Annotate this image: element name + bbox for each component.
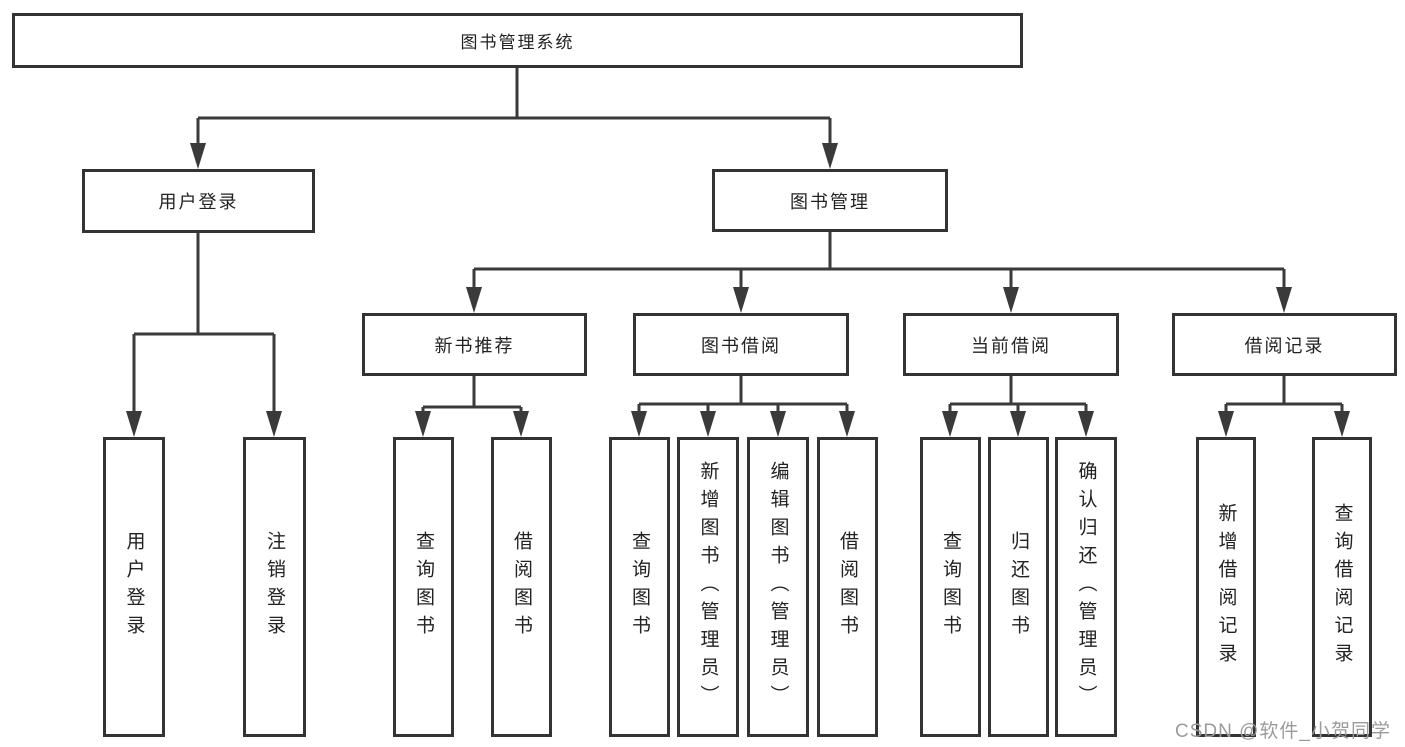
- leaf-borrow-books-label: 借阅图书: [837, 531, 858, 643]
- leaf-user-login: 用户登录: [103, 437, 165, 737]
- leaf-edit-book-admin-label: 编辑图书（管理员）: [767, 461, 789, 713]
- node-new-book-recommend-label: 新书推荐: [434, 335, 515, 356]
- node-new-book-recommend: 新书推荐: [362, 313, 587, 376]
- node-root-label: 图书管理系统: [460, 33, 575, 52]
- node-current-borrowing: 当前借阅: [903, 313, 1119, 376]
- leaf-confirm-return-admin-label: 确认归还（管理员）: [1075, 461, 1097, 713]
- leaf-query-books-borrowing: 查询图书: [609, 437, 670, 737]
- leaf-user-login-label: 用户登录: [123, 531, 145, 643]
- leaf-add-book-admin-label: 新增图书（管理员）: [697, 461, 719, 713]
- leaf-add-borrow-record: 新增借阅记录: [1196, 437, 1256, 737]
- node-borrow-records-label: 借阅记录: [1244, 335, 1325, 356]
- leaf-add-borrow-record-label: 新增借阅记录: [1215, 503, 1237, 671]
- node-user-login-label: 用户登录: [158, 192, 239, 212]
- node-book-management-label: 图书管理: [790, 191, 870, 212]
- leaf-logout: 注销登录: [243, 437, 306, 737]
- leaf-query-books-recommend-label: 查询图书: [413, 531, 434, 643]
- leaf-borrow-books-recommend: 借阅图书: [491, 437, 552, 737]
- leaf-borrow-books-recommend-label: 借阅图书: [511, 531, 532, 643]
- leaf-logout-label: 注销登录: [264, 531, 285, 643]
- leaf-return-book: 归还图书: [988, 437, 1049, 737]
- csdn-watermark: CSDN @软件_小贺同学: [1175, 721, 1391, 742]
- leaf-confirm-return-admin: 确认归还（管理员）: [1055, 437, 1117, 737]
- node-book-borrowing: 图书借阅: [633, 313, 849, 376]
- node-borrow-records: 借阅记录: [1172, 313, 1397, 376]
- leaf-query-borrow-record: 查询借阅记录: [1312, 437, 1372, 737]
- leaf-add-book-admin: 新增图书（管理员）: [677, 437, 739, 737]
- leaf-query-books-recommend: 查询图书: [393, 437, 454, 737]
- leaf-edit-book-admin: 编辑图书（管理员）: [747, 437, 809, 737]
- leaf-query-books-current: 查询图书: [920, 437, 981, 737]
- node-user-login: 用户登录: [82, 169, 315, 233]
- leaf-query-books-borrowing-label: 查询图书: [629, 531, 650, 643]
- leaf-return-book-label: 归还图书: [1008, 531, 1029, 643]
- leaf-query-books-current-label: 查询图书: [940, 531, 961, 643]
- node-book-management: 图书管理: [712, 169, 948, 232]
- node-current-borrowing-label: 当前借阅: [971, 335, 1051, 356]
- leaf-query-borrow-record-label: 查询借阅记录: [1331, 503, 1353, 671]
- node-book-borrowing-label: 图书借阅: [701, 335, 781, 356]
- node-root: 图书管理系统: [12, 13, 1023, 68]
- leaf-borrow-books: 借阅图书: [817, 437, 878, 737]
